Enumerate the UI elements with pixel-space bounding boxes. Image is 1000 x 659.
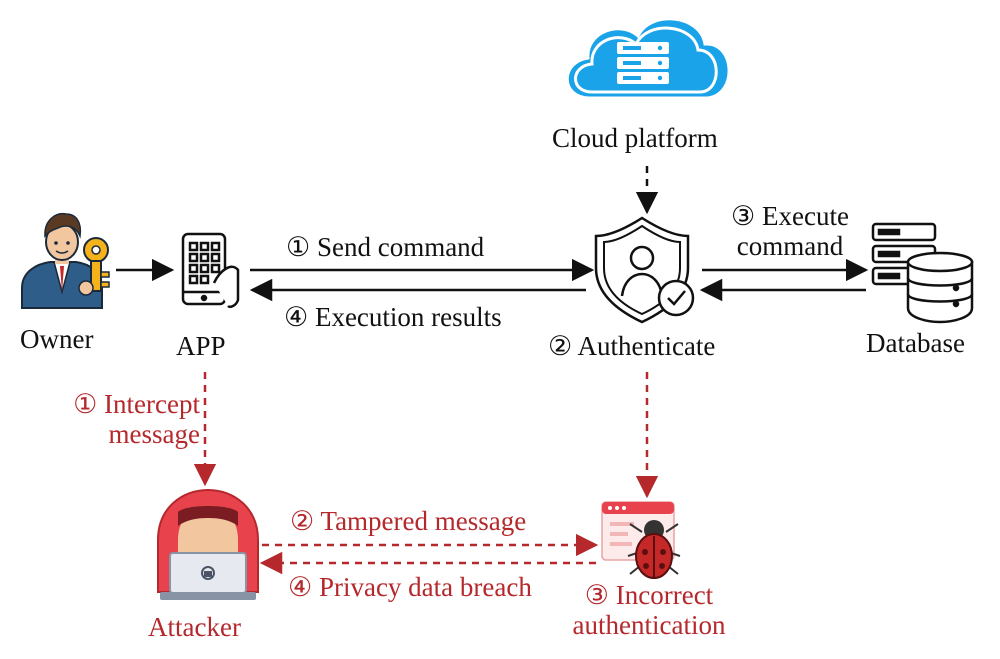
incorrect-authentication-label: ③ Incorrect authentication [560, 580, 738, 640]
bug-browser-window-icon [601, 501, 681, 579]
owner-with-key-icon [21, 212, 110, 309]
intercept-message-line2: message [108, 419, 200, 449]
send-command-label: ① Send command [286, 232, 485, 262]
cloud-server-icon [565, 17, 731, 100]
owner-label: Owner [20, 324, 94, 354]
intercept-message-label: ① Intercept message [52, 389, 200, 449]
incorrect-authentication-line1: ③ Incorrect [584, 580, 714, 610]
execution-results-label: ④ Execution results [284, 302, 502, 332]
cloud-platform-label: Cloud platform [552, 123, 718, 153]
hooded-hacker-laptop-icon [157, 488, 259, 600]
intercept-message-line1: ① Intercept [73, 389, 200, 419]
execute-command-line1: ③ Execute [731, 201, 849, 231]
execute-command-label: ③ Execute command [712, 201, 868, 261]
shield-user-check-icon [594, 216, 695, 324]
authenticate-label: ② Authenticate [548, 331, 716, 361]
incorrect-authentication-line2: authentication [572, 610, 726, 640]
database-label: Database [866, 328, 965, 358]
attacker-label: Attacker [148, 612, 241, 642]
tampered-message-label: ② Tampered message [290, 506, 527, 536]
database-server-icon [871, 222, 974, 324]
smartphone-keypad-icon [181, 232, 240, 308]
execute-command-line2: command [736, 231, 844, 261]
app-label: APP [176, 331, 226, 361]
privacy-data-breach-label: ④ Privacy data breach [288, 572, 532, 602]
